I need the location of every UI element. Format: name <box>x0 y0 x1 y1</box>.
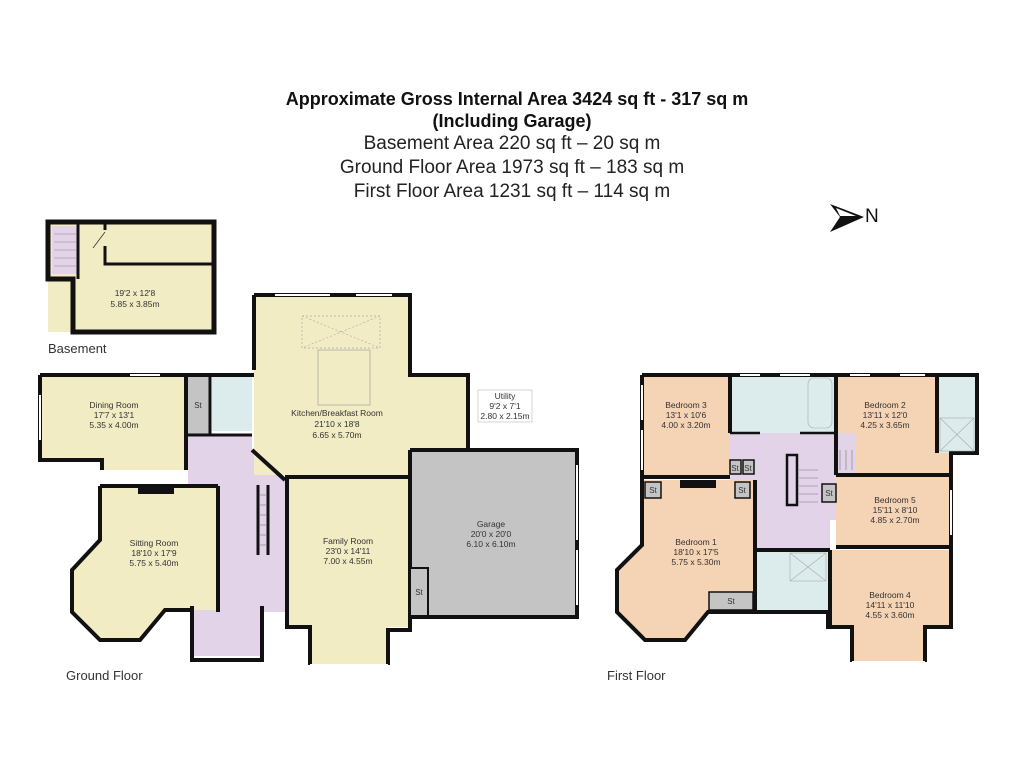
sitting-room-metric: 5.75 x 5.40m <box>129 558 178 568</box>
family-room-metric: 7.00 x 4.55m <box>323 556 372 566</box>
garage-metric: 6.10 x 6.10m <box>466 539 515 549</box>
bedroom-5-metric: 4.85 x 2.70m <box>870 515 919 525</box>
dining-room-metric: 5.35 x 4.00m <box>89 420 138 430</box>
garage-name: Garage <box>477 519 506 529</box>
sitting-room-name: Sitting Room <box>130 538 179 548</box>
area-summary: Approximate Gross Internal Area 3424 sq … <box>0 88 1024 204</box>
landing-store-1: St <box>731 464 739 473</box>
bedroom-2-imperial: 13'11 x 12'0 <box>863 410 908 420</box>
bedroom-4-imperial: 14'11 x 11'10 <box>866 600 915 610</box>
utility-name: Utility <box>495 391 517 401</box>
ground-floor-plan: St St Dining Room 17'7 x 13'1 5.35 x 4.0… <box>38 293 579 666</box>
bedroom-1-name: Bedroom 1 <box>675 537 717 547</box>
bedroom-1-metric: 5.75 x 5.30m <box>671 557 720 567</box>
landing-store-2: St <box>744 464 752 473</box>
basement-room-metric: 5.85 x 3.85m <box>110 299 159 309</box>
bedroom-3-metric: 4.00 x 3.20m <box>661 420 710 430</box>
basement-plan: 19'2 x 12'8 5.85 x 3.85m <box>45 219 217 335</box>
garage-imperial: 20'0 x 20'0 <box>471 529 512 539</box>
ground-floor-area: Ground Floor Area 1973 sq ft – 183 sq m <box>339 157 685 178</box>
bedroom-2-metric: 4.25 x 3.65m <box>860 420 909 430</box>
utility-metric: 2.80 x 2.15m <box>480 411 529 421</box>
bedroom5-store: St <box>825 489 833 498</box>
bedroom-4-metric: 4.55 x 3.60m <box>865 610 914 620</box>
utility-imperial: 9'2 x 7'1 <box>489 401 520 411</box>
ground-floor-label: Ground Floor <box>66 668 143 683</box>
first-floor-area: First Floor Area 1231 sq ft – 114 sq m <box>353 181 671 202</box>
first-floor-plan: St St St St St St Bedroom 3 13'1 x 10'6 … <box>615 373 979 663</box>
bedroom-1-imperial: 18'10 x 17'5 <box>673 547 719 557</box>
north-label: N <box>865 206 879 227</box>
kitchen-metric: 6.65 x 5.70m <box>312 430 361 440</box>
dining-room-imperial: 17'7 x 13'1 <box>94 410 135 420</box>
garage-store-label: St <box>415 588 423 597</box>
basement-area: Basement Area 220 sq ft – 20 sq m <box>363 133 661 154</box>
gross-area-subtitle: (Including Garage) <box>432 111 592 131</box>
basement-room-imperial: 19'2 x 12'8 <box>115 288 156 298</box>
kitchen-name: Kitchen/Breakfast Room <box>291 408 383 418</box>
gross-area-title: Approximate Gross Internal Area 3424 sq … <box>285 89 749 109</box>
first-floor-label: First Floor <box>607 668 666 683</box>
sitting-room-imperial: 18'10 x 17'9 <box>131 548 177 558</box>
dining-room-name: Dining Room <box>89 400 138 410</box>
bedroom-2-name: Bedroom 2 <box>864 400 906 410</box>
family-room-name: Family Room <box>323 536 373 546</box>
basement-label: Basement <box>48 341 107 356</box>
ground-store-label: St <box>194 401 202 410</box>
bedroom-5-imperial: 15'11 x 8'10 <box>873 505 918 515</box>
bedroom1-store-1: St <box>649 486 657 495</box>
bedroom-3-name: Bedroom 3 <box>665 400 707 410</box>
landing-store-3: St <box>738 486 746 495</box>
bedroom-5-name: Bedroom 5 <box>874 495 916 505</box>
north-arrow-icon <box>830 204 864 232</box>
bedroom1-wardrobe: St <box>727 597 735 606</box>
family-room-imperial: 23'0 x 14'11 <box>326 546 371 556</box>
bedroom-4-name: Bedroom 4 <box>869 590 911 600</box>
bedroom-3-imperial: 13'1 x 10'6 <box>666 410 707 420</box>
kitchen-imperial: 21'10 x 18'8 <box>314 419 360 429</box>
